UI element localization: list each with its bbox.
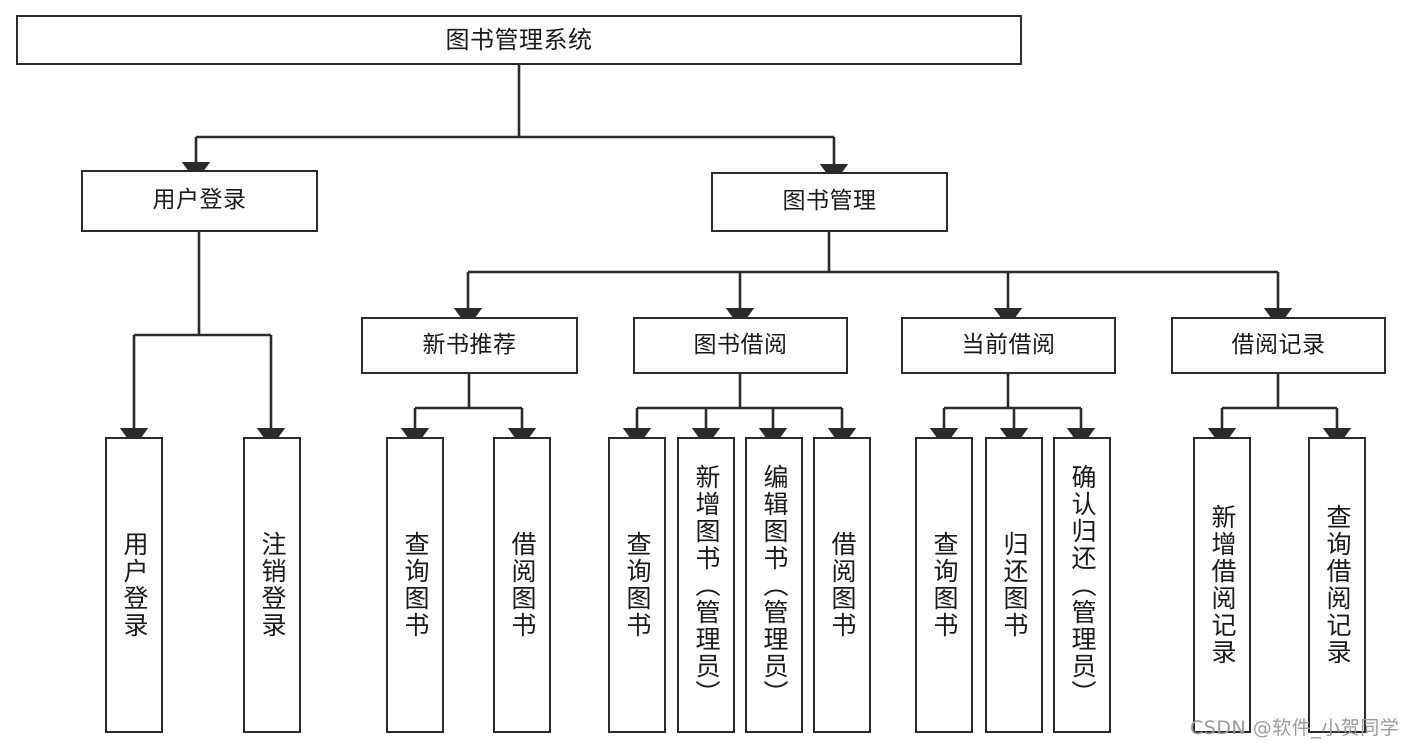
watermark-text: CSDN @软件_小贺同学 (1190, 717, 1400, 739)
node-label: 归还图书 (1000, 531, 1029, 639)
node-leaf-confirm-return[interactable]: 确认归还（管理员） (1053, 437, 1111, 733)
node-label: 借阅图书 (828, 531, 857, 639)
node-label: 查询图书 (930, 531, 959, 639)
node-label: 新书推荐 (422, 331, 517, 358)
node-leaf-add-book[interactable]: 新增图书（管理员） (677, 437, 735, 733)
node-label: 新增借阅记录 (1208, 504, 1237, 666)
node-leaf-query-book-2[interactable]: 查询图书 (608, 437, 666, 733)
node-leaf-edit-book[interactable]: 编辑图书（管理员） (745, 437, 803, 733)
node-new-book-recommend[interactable]: 新书推荐 (361, 317, 578, 374)
node-book-management[interactable]: 图书管理 (711, 172, 948, 232)
node-book-borrow[interactable]: 图书借阅 (633, 317, 848, 374)
node-label: 注销登录 (258, 531, 287, 639)
node-label: 用户登录 (120, 531, 149, 639)
node-label: 图书管理 (782, 188, 877, 215)
node-label: 查询图书 (401, 531, 430, 639)
node-current-borrow[interactable]: 当前借阅 (901, 317, 1116, 374)
node-label: 确认归还（管理员） (1068, 463, 1097, 707)
node-leaf-borrow-book-2[interactable]: 借阅图书 (813, 437, 871, 733)
node-leaf-return-book[interactable]: 归还图书 (985, 437, 1043, 733)
node-label: 用户登录 (152, 187, 247, 214)
node-label: 借阅图书 (508, 531, 537, 639)
node-label: 查询借阅记录 (1323, 504, 1352, 666)
node-label: 编辑图书（管理员） (760, 463, 789, 707)
node-leaf-add-record[interactable]: 新增借阅记录 (1193, 437, 1251, 733)
node-leaf-borrow-book-1[interactable]: 借阅图书 (493, 437, 551, 733)
node-label: 借阅记录 (1231, 331, 1326, 358)
node-label: 查询图书 (623, 531, 652, 639)
node-user-login[interactable]: 用户登录 (81, 170, 318, 232)
node-leaf-query-book-1[interactable]: 查询图书 (386, 437, 444, 733)
node-leaf-logout[interactable]: 注销登录 (243, 437, 301, 733)
node-root-book-management-system[interactable]: 图书管理系统 (16, 15, 1022, 65)
node-leaf-query-book-3[interactable]: 查询图书 (915, 437, 973, 733)
node-leaf-user-login[interactable]: 用户登录 (105, 437, 163, 733)
node-leaf-query-record[interactable]: 查询借阅记录 (1308, 437, 1366, 733)
node-borrow-record[interactable]: 借阅记录 (1171, 317, 1386, 374)
node-label: 图书管理系统 (445, 25, 593, 54)
node-label: 新增图书（管理员） (692, 463, 721, 707)
node-label: 图书借阅 (693, 331, 788, 358)
node-label: 当前借阅 (961, 331, 1056, 358)
